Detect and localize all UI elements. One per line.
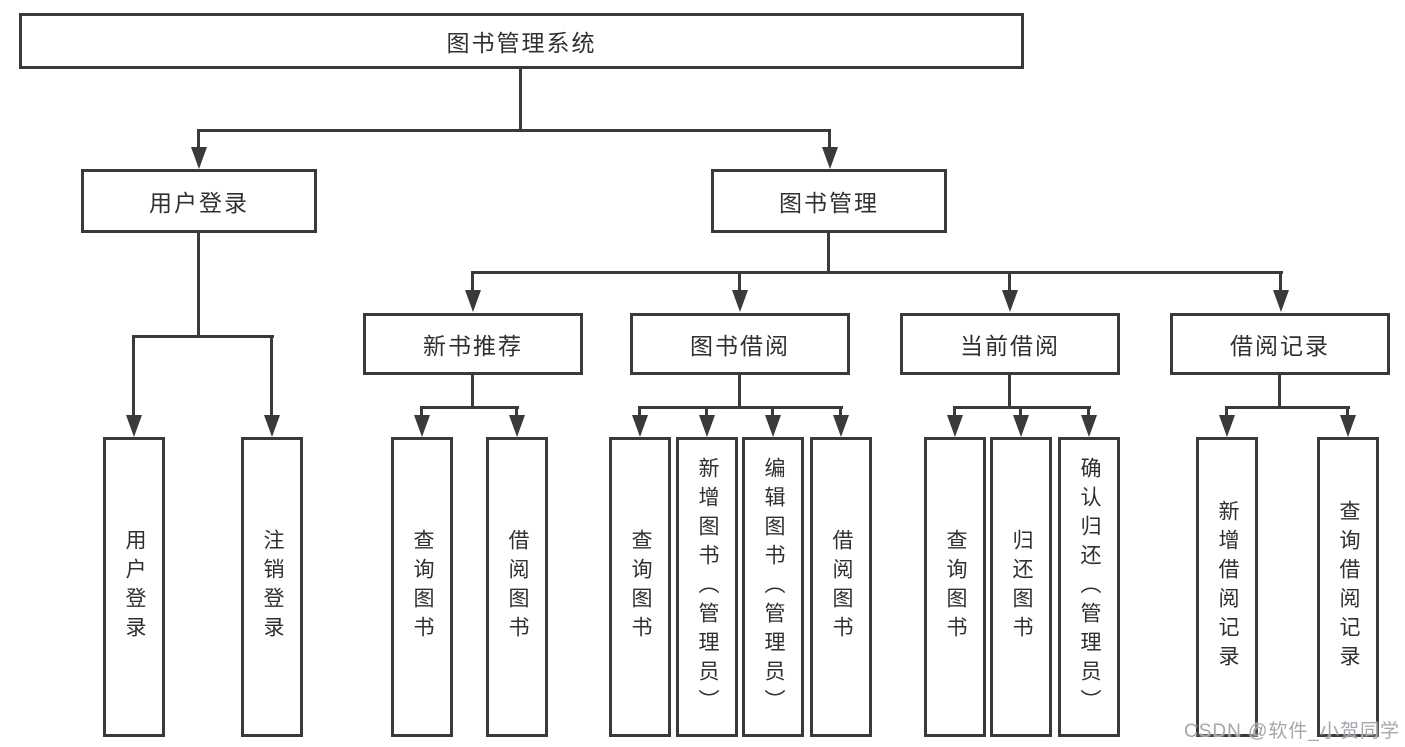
arrow-down-icon [414,415,430,437]
node-label: 编辑图书（管理员） [762,456,785,718]
node-query-books-current: 查询图书 [924,437,986,737]
node-return-books: 归还图书 [990,437,1052,737]
connector-line [519,69,522,131]
node-label: 查询图书 [944,529,967,645]
connector-line [270,337,273,419]
node-library-management-system: 图书管理系统 [19,13,1024,69]
node-label: 图书借阅 [690,333,790,359]
connector-line [1225,406,1350,409]
node-add-borrow-record: 新增借阅记录 [1196,437,1258,737]
node-label: 新增图书（管理员） [696,456,719,718]
connector-line [839,408,842,420]
connector-line [1019,408,1022,420]
connector-line [132,335,274,338]
connector-line [197,131,200,151]
node-label: 用户登录 [123,529,146,645]
node-label: 新书推荐 [423,333,523,359]
connector-line [828,131,831,151]
node-user-login-leaf: 用户登录 [103,437,165,737]
connector-line [132,337,135,419]
connector-line [738,375,741,408]
arrow-down-icon [126,415,142,437]
node-label: 归还图书 [1010,529,1033,645]
arrow-down-icon [732,290,748,312]
node-label: 当前借阅 [960,333,1060,359]
connector-line [420,406,519,409]
arrow-down-icon [1219,415,1235,437]
node-borrowing-records: 借阅记录 [1170,313,1390,375]
connector-line [638,406,843,409]
node-label: 用户登录 [149,190,249,216]
connector-line [197,233,200,337]
node-query-books-borrowing: 查询图书 [609,437,671,737]
node-confirm-return-admin: 确认归还（管理员） [1058,437,1120,737]
arrow-down-icon [264,415,280,437]
arrow-down-icon [465,290,481,312]
connector-line [738,273,741,295]
arrow-down-icon [191,147,207,169]
connector-line [1008,273,1011,295]
arrow-down-icon [947,415,963,437]
arrow-down-icon [1002,290,1018,312]
connector-line [1087,408,1090,420]
node-label: 图书管理系统 [446,30,597,56]
node-logout: 注销登录 [241,437,303,737]
connector-line [705,408,708,420]
node-add-books-admin: 新增图书（管理员） [676,437,738,737]
connector-line [771,408,774,420]
connector-line [1225,408,1228,420]
connector-line [953,408,956,420]
node-borrow-books-leaf: 借阅图书 [810,437,872,737]
node-label: 借阅图书 [830,529,853,645]
node-label: 确认归还（管理员） [1078,456,1101,718]
connector-line [420,408,423,420]
arrow-down-icon [509,415,525,437]
connector-line [1346,408,1349,420]
node-book-management: 图书管理 [711,169,947,233]
node-label: 查询图书 [629,529,652,645]
node-label: 图书管理 [779,190,879,216]
node-label: 查询借阅记录 [1337,500,1360,674]
arrow-down-icon [632,415,648,437]
connector-line [471,271,1283,274]
connector-line [471,273,474,295]
connector-line [515,408,518,420]
arrow-down-icon [765,415,781,437]
node-new-book-recommendation: 新书推荐 [363,313,583,375]
node-query-books-recommend: 查询图书 [391,437,453,737]
connector-line [471,375,474,408]
arrow-down-icon [822,147,838,169]
connector-line [827,233,830,273]
node-current-borrowing: 当前借阅 [900,313,1120,375]
arrow-down-icon [1013,415,1029,437]
node-label: 借阅图书 [506,529,529,645]
arrow-down-icon [833,415,849,437]
csdn-watermark: CSDN @软件_小贺同学 [1184,721,1400,742]
arrow-down-icon [1340,415,1356,437]
node-label: 注销登录 [261,529,284,645]
node-book-borrowing: 图书借阅 [630,313,850,375]
connector-line [638,408,641,420]
node-edit-books-admin: 编辑图书（管理员） [742,437,804,737]
connector-line [1278,375,1281,408]
node-label: 借阅记录 [1230,333,1330,359]
arrow-down-icon [1081,415,1097,437]
node-label: 新增借阅记录 [1216,500,1239,674]
connector-line [1279,273,1282,295]
arrow-down-icon [1273,290,1289,312]
connector-line [953,406,1091,409]
node-query-borrow-record: 查询借阅记录 [1317,437,1379,737]
connector-line [1008,375,1011,408]
arrow-down-icon [699,415,715,437]
node-user-login: 用户登录 [81,169,317,233]
node-label: 查询图书 [411,529,434,645]
connector-line [197,129,831,132]
node-borrow-books-recommend: 借阅图书 [486,437,548,737]
